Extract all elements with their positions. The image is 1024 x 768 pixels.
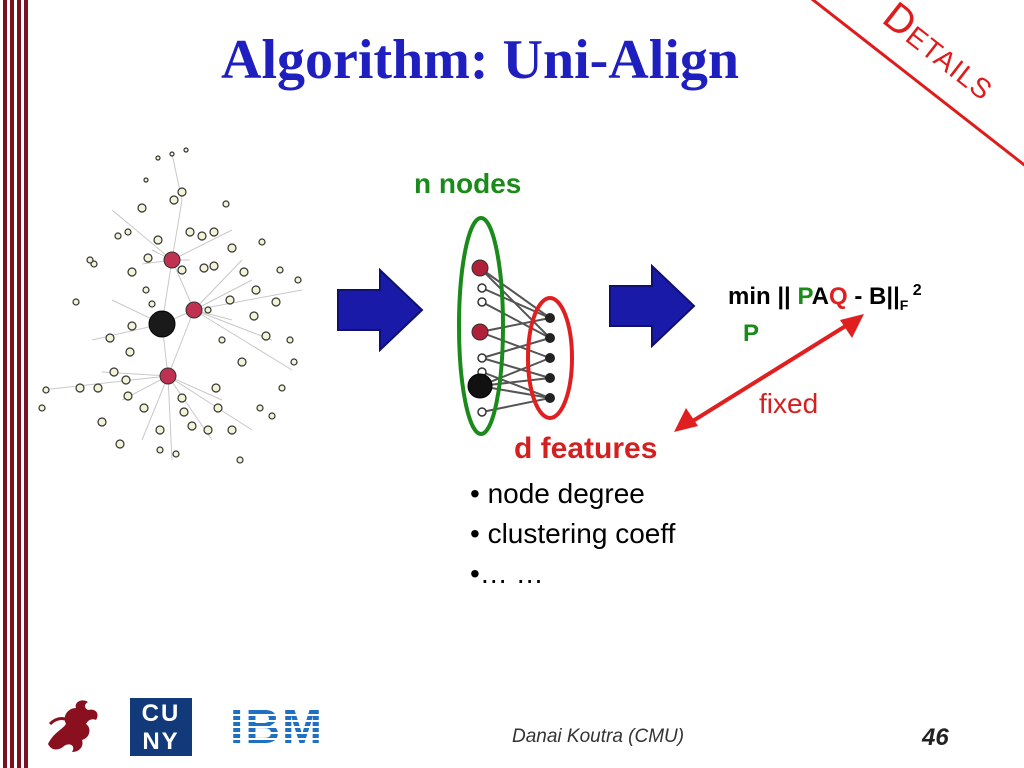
formula-q: Q (829, 283, 848, 310)
fixed-label: fixed (759, 388, 819, 419)
bipartite-diagram (457, 216, 574, 436)
feature-bullet-list: • node degree • clustering coeff •… … (470, 474, 675, 594)
cuny-logo-top: CU (141, 700, 181, 727)
left-border-stripes (0, 0, 30, 768)
page-number: 46 (922, 724, 949, 751)
cuny-logo: CU NY (130, 698, 192, 756)
ibm-logo: IBM (218, 704, 336, 752)
formula-middle: - B|| (847, 283, 900, 310)
network-small-nodes (38, 147, 302, 464)
formula-prefix: min || (728, 283, 798, 310)
ibm-logo-text: IBM (230, 701, 324, 754)
d-features-label: d features (514, 432, 658, 465)
arrow-right-1 (337, 268, 424, 352)
formula-under-p: P (743, 320, 760, 347)
slide-title: Algorithm: Uni-Align (221, 29, 739, 91)
network-graph (38, 147, 303, 464)
bullet-ellipsis: •… … (470, 558, 544, 589)
objective-formula: min || PAQ - B||F 2 (728, 282, 922, 313)
arrow-right-2 (609, 264, 696, 348)
bullet-node-degree: • node degree (470, 478, 645, 509)
n-nodes-ellipse (457, 216, 505, 436)
formula-superscript: 2 (908, 282, 922, 299)
cuny-logo-bottom: NY (142, 728, 180, 755)
fixed-double-arrow (674, 314, 864, 432)
footer-author: Danai Koutra (CMU) (512, 726, 685, 747)
bullet-clustering-coeff: • clustering coeff (470, 518, 676, 549)
left-nodes (467, 259, 493, 417)
cmu-dragon-logo (48, 700, 98, 752)
network-hub-nodes (148, 251, 203, 385)
d-features-ellipse (526, 296, 574, 420)
right-feature-nodes (545, 313, 555, 403)
formula-subscript: F (899, 296, 909, 313)
n-nodes-label: n nodes (414, 168, 522, 199)
formula-p: P (797, 283, 812, 310)
formula-a: A (811, 283, 830, 310)
